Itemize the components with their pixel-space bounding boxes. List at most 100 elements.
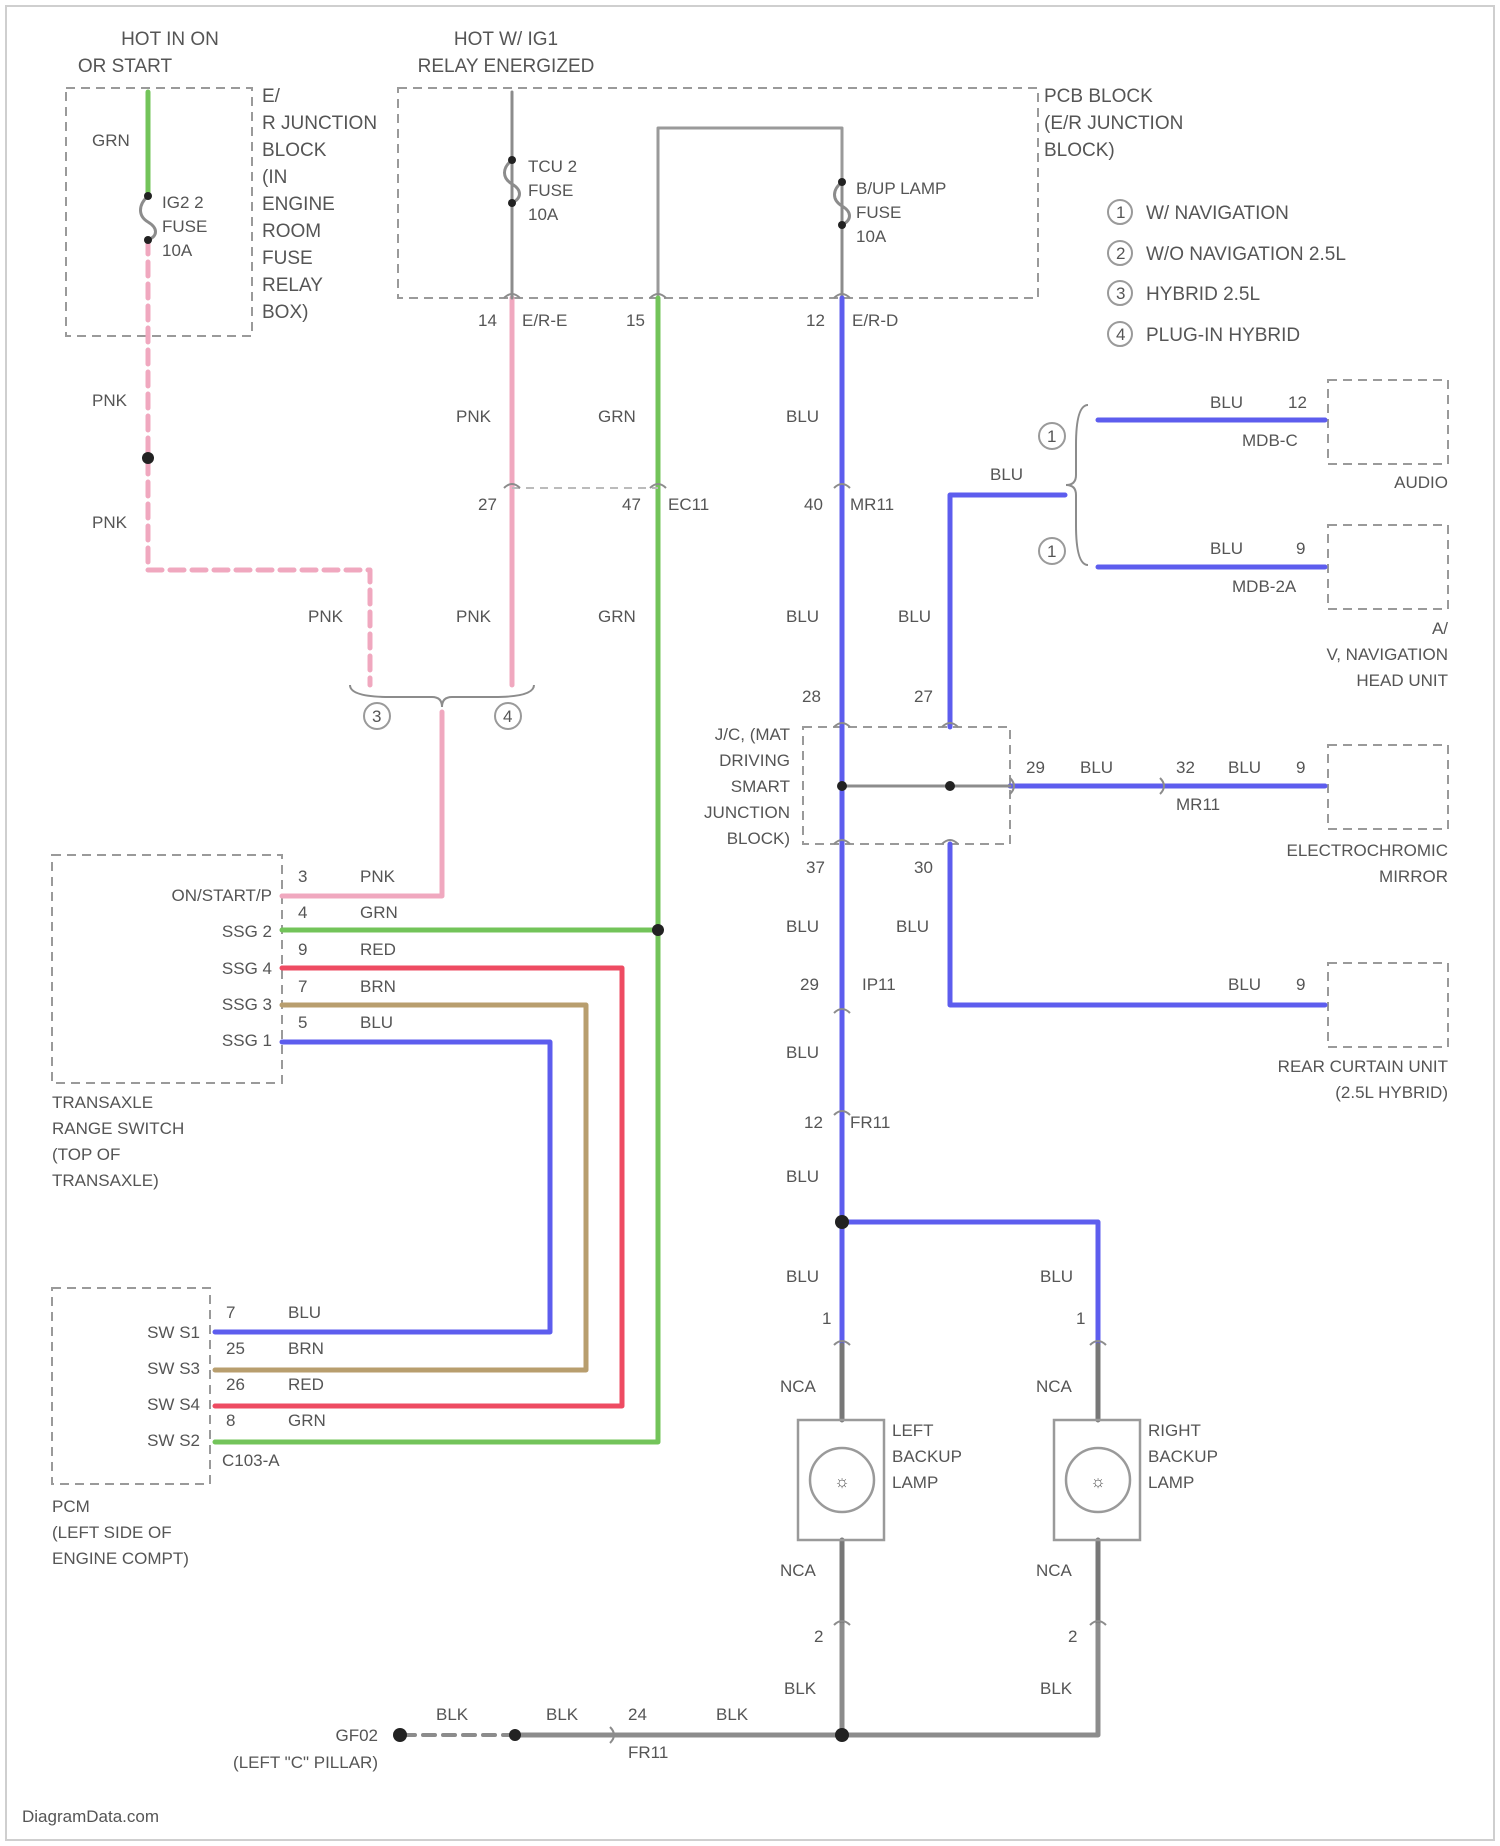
legend-text-2: W/O NAVIGATION 2.5L	[1146, 244, 1346, 265]
blu-label-mirror-2: BLU	[1228, 758, 1261, 777]
blu-label-9: BLU	[786, 1267, 819, 1286]
pnk-label-3: PNK	[456, 407, 492, 426]
pcm-label-2: ENGINE COMPT)	[52, 1549, 189, 1568]
pcb-internal-wire	[658, 128, 842, 295]
smart-jb-line-1: DRIVING	[719, 751, 790, 770]
left-lamp-label-0: LEFT	[892, 1421, 934, 1440]
rs-pin-color-3: BRN	[360, 977, 396, 996]
pcm-label-0: PCM	[52, 1497, 90, 1516]
pin-37: 37	[806, 858, 825, 877]
rs-pin-num-0: 3	[298, 867, 307, 886]
pcm-pin-num-1: 25	[226, 1339, 245, 1358]
smart-jb-line-4: BLOCK)	[727, 829, 790, 848]
jb-line-0: E/	[262, 86, 281, 107]
blu-label-10: BLU	[1040, 1267, 1073, 1286]
hot-relay-label-2: RELAY ENERGIZED	[418, 56, 595, 77]
pin-27-jb: 27	[914, 687, 933, 706]
transaxle-label-0: TRANSAXLE	[52, 1093, 153, 1112]
right-lamp-glyph: ☼	[1090, 1472, 1106, 1491]
pin-9-avnav: 9	[1296, 539, 1305, 558]
transaxle-label-2: (TOP OF	[52, 1145, 120, 1164]
blk-label-3: BLK	[436, 1705, 469, 1724]
rs-pin-color-0: PNK	[360, 867, 396, 886]
smart-jb-line-2: SMART	[731, 777, 790, 796]
rs-pin-num-2: 9	[298, 940, 307, 959]
avnav-label-1: A/	[1432, 619, 1448, 638]
rs-pin-color-1: GRN	[360, 903, 398, 922]
pin-15: 15	[626, 311, 645, 330]
left-lamp-label-2: LAMP	[892, 1473, 938, 1492]
av-nav-box	[1328, 525, 1448, 609]
left-lamp-glyph: ☼	[834, 1472, 850, 1491]
conn-c103a: C103-A	[222, 1451, 280, 1470]
tcu-fuse-name: TCU 2	[528, 157, 577, 176]
jb-line-1: R JUNCTION	[262, 113, 377, 134]
transaxle-label-1: RANGE SWITCH	[52, 1119, 184, 1138]
conn-fr11-top: FR11	[850, 1113, 890, 1132]
conn-ip11: IP11	[862, 975, 896, 994]
right-lamp-label-1: BACKUP	[1148, 1447, 1218, 1466]
blk-label-1: BLK	[784, 1679, 817, 1698]
blu-label-curtain: BLU	[1228, 975, 1261, 994]
er-junction-block-box	[66, 88, 252, 336]
blu-wire-branch	[950, 495, 1065, 727]
hot-relay-label-1: HOT W/ IG1	[454, 29, 558, 50]
curtain-label-2: (2.5L HYBRID)	[1335, 1083, 1448, 1102]
avnav-label-3: HEAD UNIT	[1356, 671, 1448, 690]
ig2-fuse-word: FUSE	[162, 217, 207, 236]
audio-label: AUDIO	[1394, 473, 1448, 492]
rs-pin-num-1: 4	[298, 903, 307, 922]
pin-9-curtain: 9	[1296, 975, 1305, 994]
nav-branch-num-2: 1	[1047, 542, 1056, 561]
pcm-pin-color-2: RED	[288, 1375, 324, 1394]
right-backup-lamp: ☼	[1054, 1420, 1140, 1540]
grn-label-top: GRN	[92, 131, 130, 150]
pnk-label-5: PNK	[456, 607, 492, 626]
jb-line-7: RELAY	[262, 275, 323, 296]
bup-fuse-name: B/UP LAMP	[856, 179, 946, 198]
pin-40: 40	[804, 495, 823, 514]
pin-12-fr11: 12	[804, 1113, 823, 1132]
hot-on-start-label-2: OR START	[78, 56, 173, 77]
pcm-pin-num-3: 8	[226, 1411, 235, 1430]
conn-mdb-c: MDB-C	[1242, 431, 1298, 450]
pcb-line-2: BLOCK)	[1044, 140, 1115, 161]
blk-label-5: BLK	[716, 1705, 749, 1724]
tcu-fuse-amp: 10A	[528, 205, 559, 224]
pnk-label-2: PNK	[92, 513, 128, 532]
ec-mirror-label-1: ELECTROCHROMIC	[1286, 841, 1448, 860]
jb-line-4: ENGINE	[262, 194, 335, 215]
rs-pin-name-2: SSG 4	[222, 959, 272, 978]
ig2-fuse-symbol	[141, 196, 156, 240]
conn-ec11: EC11	[668, 495, 709, 514]
legend-text-1: W/ NAVIGATION	[1146, 203, 1289, 224]
pin-29-jb: 29	[1026, 758, 1045, 777]
pcm-pin-name-3: SW S2	[147, 1431, 200, 1450]
grn-label-2: GRN	[598, 407, 636, 426]
red-wire-ssg4	[215, 968, 622, 1406]
pcm-label-1: (LEFT SIDE OF	[52, 1523, 172, 1542]
conn-mdb-2a: MDB-2A	[1232, 577, 1297, 596]
blu-label-7: BLU	[786, 1043, 819, 1062]
transaxle-label-3: TRANSAXLE)	[52, 1171, 159, 1190]
curtain-label-1: REAR CURTAIN UNIT	[1278, 1057, 1448, 1076]
nca-label-4: NCA	[1036, 1561, 1073, 1580]
legend-num-4: 4	[1116, 325, 1125, 344]
smart-jb-line-0: J/C, (MAT	[715, 725, 790, 744]
pcm-pin-name-0: SW S1	[147, 1323, 200, 1342]
nca-label-1: NCA	[780, 1377, 817, 1396]
pin-12: 12	[806, 311, 825, 330]
jb-line-3: (IN	[262, 167, 287, 188]
pin-24: 24	[628, 1705, 647, 1724]
blu-label-audio: BLU	[1210, 393, 1243, 412]
bup-fuse-word: FUSE	[856, 203, 901, 222]
nca-label-2: NCA	[1036, 1377, 1073, 1396]
rs-pin-name-1: SSG 2	[222, 922, 272, 941]
pin-32: 32	[1176, 758, 1195, 777]
right-lamp-label-2: LAMP	[1148, 1473, 1194, 1492]
blk-label-2: BLK	[1040, 1679, 1073, 1698]
connector-ticks	[504, 294, 1164, 1743]
grn-label-3: GRN	[598, 607, 636, 626]
ground-label-2: (LEFT "C" PILLAR)	[233, 1753, 378, 1772]
blu-wire-curtain	[950, 844, 1325, 1005]
